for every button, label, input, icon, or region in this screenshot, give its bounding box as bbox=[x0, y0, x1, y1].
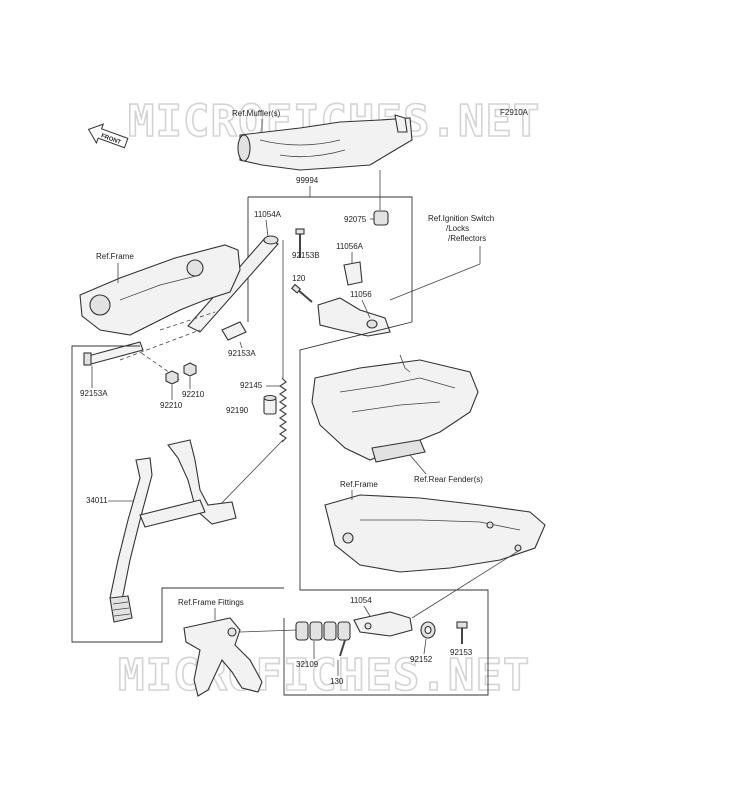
part-92210-nut-a bbox=[165, 370, 179, 385]
part-11056-label: 11056 bbox=[350, 290, 372, 299]
part-92190-sleeve bbox=[263, 394, 277, 415]
ref-rear-fender-label: Ref.Rear Fender(s) bbox=[414, 475, 483, 484]
part-11054A-label: 11054A bbox=[254, 210, 282, 219]
part-92190-label: 92190 bbox=[226, 406, 249, 415]
part-92153-bolt bbox=[456, 621, 468, 644]
muffler-ref-part bbox=[237, 114, 413, 171]
part-92152-collar bbox=[420, 621, 436, 639]
part-32109-label: 32109 bbox=[296, 660, 319, 669]
part-92153B-bolt bbox=[295, 228, 305, 258]
part-92075-label: 92075 bbox=[344, 215, 367, 224]
ref-ignition-switch-label: Ref.Ignition Switch bbox=[428, 214, 494, 223]
part-130-bolt bbox=[339, 639, 346, 657]
ref-muffler-label: Ref.Muffler(s) bbox=[232, 109, 281, 118]
part-120-bolt bbox=[290, 283, 313, 303]
part-92210-a-label: 92210 bbox=[160, 401, 183, 410]
part-11054-bracket bbox=[353, 611, 413, 637]
part-92153A-bolt-right bbox=[221, 321, 247, 341]
part-11056A-bracket bbox=[343, 261, 363, 286]
part-92153A-bolt-left bbox=[83, 341, 144, 366]
part-32109-dampers bbox=[295, 621, 351, 641]
frame-ref-part bbox=[79, 244, 241, 336]
part-92153A-right-label: 92153A bbox=[228, 349, 256, 358]
part-92145-label: 92145 bbox=[240, 381, 263, 390]
part-92153A-left-label: 92153A bbox=[80, 389, 108, 398]
watermark-bottom: MICROFICHES.NET bbox=[118, 650, 530, 701]
frame-mid-ref-part bbox=[324, 494, 546, 573]
part-34011-main-stand bbox=[109, 439, 237, 623]
front-arrow-icon: FRONT bbox=[87, 123, 129, 149]
part-92210-nut-b bbox=[183, 362, 197, 377]
part-11056A-label: 11056A bbox=[336, 242, 364, 251]
rear-subframe-box bbox=[283, 321, 489, 696]
part-92153-label: 92153 bbox=[450, 648, 473, 657]
part-34011-label: 34011 bbox=[86, 496, 108, 505]
ref-frame-top-label: Ref.Frame bbox=[96, 252, 134, 261]
main-stand-box bbox=[71, 345, 284, 643]
part-99994-label: 99994 bbox=[296, 176, 319, 185]
frame-fittings-ref-part bbox=[183, 617, 263, 697]
figure-code: F2910A bbox=[500, 108, 529, 117]
ref-ignition-reflectors-label: /Reflectors bbox=[448, 234, 486, 243]
ref-frame-fittings-label: Ref.Frame Fittings bbox=[178, 598, 244, 607]
part-92075-grommet bbox=[373, 210, 389, 226]
ref-ignition-locks-label: /Locks bbox=[446, 224, 469, 233]
ref-frame-mid-label: Ref.Frame bbox=[340, 480, 378, 489]
part-92210-b-label: 92210 bbox=[182, 390, 205, 399]
part-11054-label: 11054 bbox=[350, 596, 372, 605]
part-120-label: 120 bbox=[292, 274, 306, 283]
part-92153B-label: 92153B bbox=[292, 251, 320, 260]
part-92152-label: 92152 bbox=[410, 655, 433, 664]
rear-fender-ref-part bbox=[311, 354, 479, 463]
part-130-label: 130 bbox=[330, 677, 344, 686]
part-92145-spring bbox=[278, 240, 288, 443]
